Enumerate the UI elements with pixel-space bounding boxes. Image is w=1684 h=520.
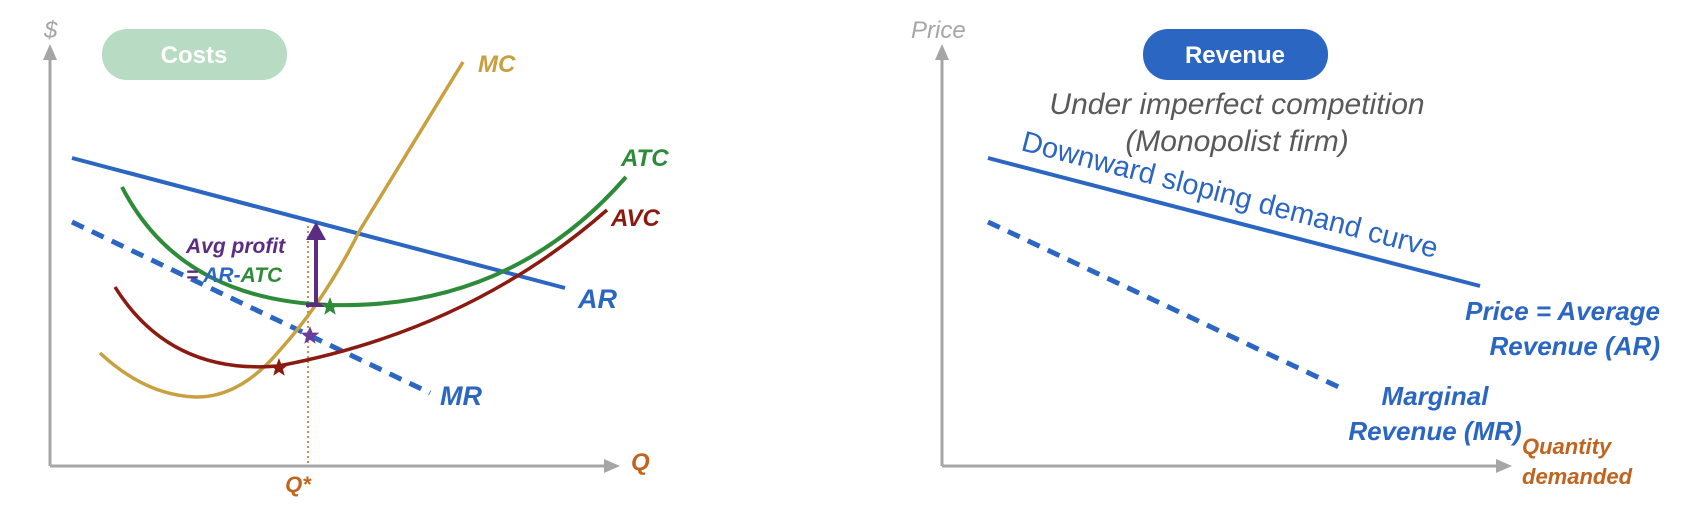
price-axis-label: Price [911, 17, 966, 44]
avg-profit-atc: ATC [240, 264, 283, 287]
mr-curve [70, 219, 432, 396]
costs-badge-label: Costs [161, 42, 228, 69]
quantity-axis-arrow [1496, 459, 1512, 473]
x-axis-arrow [604, 459, 620, 473]
quantity-axis-label-line2: demanded [1522, 464, 1633, 489]
ar-label: AR [577, 284, 617, 314]
avg-profit-ar: AR [202, 264, 234, 287]
y-axis-arrow [43, 44, 57, 60]
revenue-panel: Revenue Price Quantity demanded Under im… [911, 17, 1660, 489]
x-axis-label: Q [631, 449, 650, 476]
ar-label-line1: Price = Average [1465, 296, 1660, 326]
avg-profit-label: Avg profit [185, 235, 286, 258]
ar-label-line2: Revenue (AR) [1490, 331, 1660, 361]
revenue-badge-label: Revenue [1185, 42, 1285, 69]
avc-curve [113, 208, 609, 369]
avg-profit-eq: = [186, 264, 198, 287]
mr-label: MR [440, 381, 482, 411]
ar-curve [71, 156, 566, 290]
atc-label: ATC [620, 145, 669, 172]
price-axis-arrow [935, 44, 949, 60]
subtitle-line1: Under imperfect competition [1049, 88, 1424, 121]
avc-label: AVC [610, 205, 661, 232]
mr-mc-intersection-star-icon [300, 326, 320, 344]
costs-badge [102, 29, 287, 80]
revenue-badge [1143, 29, 1328, 80]
mc-curve [98, 61, 465, 399]
atc-min-star-icon [320, 297, 340, 315]
mr-label-line1: Marginal [1382, 381, 1490, 411]
avc-min-star-icon [269, 358, 289, 376]
y-axis-label: $ [43, 17, 58, 44]
mr-label-line2: Revenue (MR) [1348, 416, 1521, 446]
avg-profit-dash: - [234, 264, 241, 287]
subtitle-line2: (Monopolist firm) [1125, 125, 1348, 158]
quantity-axis-label-line1: Quantity [1522, 434, 1613, 459]
q-star-label: Q* [285, 472, 312, 497]
avg-profit-formula: =AR-ATC [186, 264, 283, 287]
costs-panel: Costs $ Q Q* MC ATC AVC AR MR [43, 17, 669, 497]
marginal-revenue-curve [986, 219, 1347, 393]
avg-profit-arrow-head [306, 222, 326, 240]
mc-label: MC [478, 51, 516, 78]
demand-curve [987, 156, 1481, 288]
